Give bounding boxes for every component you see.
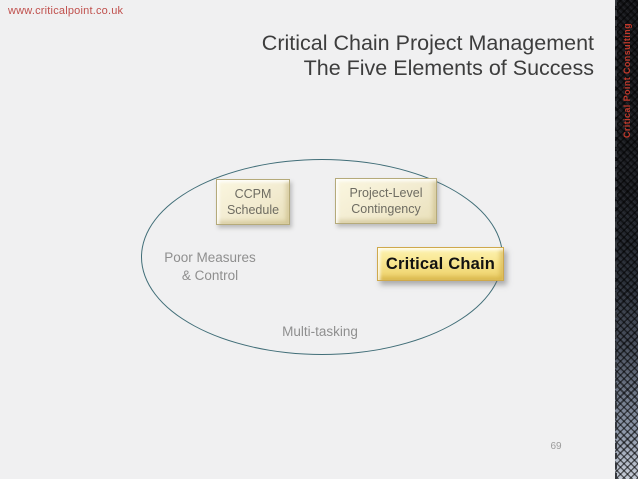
box-project-level-contingency: Project-Level Contingency [335,178,437,224]
page-number: 69 [550,441,562,452]
label-poor-measures-line-2: & Control [181,268,239,284]
brand-vertical-text: Critical Point Consulting [622,23,632,138]
label-multi-tasking: Multi-tasking [282,324,358,339]
label-poor-measures-line-1: Poor Measures [164,250,256,265]
slide-title: Critical Chain Project Management The Fi… [262,31,594,81]
box-ccpm-schedule-line-2: Schedule [226,203,280,217]
box-project-level-contingency-line-2: Contingency [351,202,421,216]
box-project-level-contingency-line-1: Project-Level [349,185,423,200]
box-ccpm-schedule: CCPM Schedule [216,179,290,225]
carbon-texture-strip: Critical Point Consulting [615,0,638,479]
slide-title-line-1: Critical Chain Project Management [261,31,594,55]
slide-title-line-2: The Five Elements of Success [303,56,594,80]
box-critical-chain: Critical Chain [377,247,504,281]
label-poor-measures-control: Poor Measures & Control [148,249,272,285]
box-critical-chain-label: Critical Chain [385,254,496,273]
site-url: www.criticalpoint.co.uk [8,5,124,17]
box-ccpm-schedule-line-1: CCPM [234,186,272,201]
